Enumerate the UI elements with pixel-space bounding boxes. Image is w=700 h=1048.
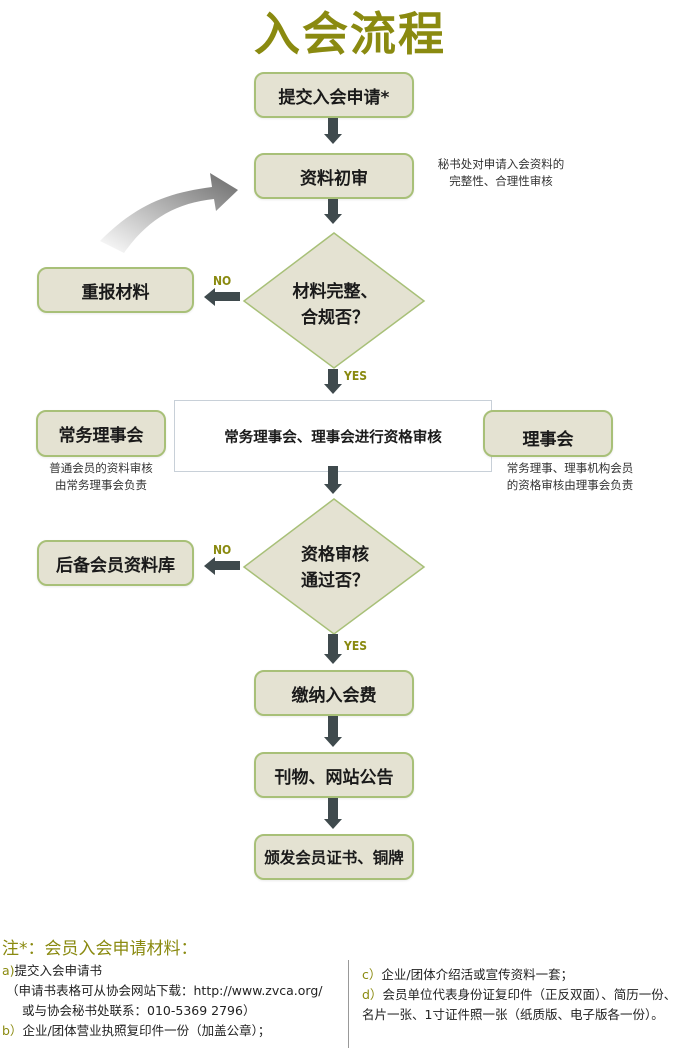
return-arrow-icon — [100, 173, 238, 253]
note-marker: a) — [2, 963, 15, 978]
no-label: NO — [213, 543, 232, 557]
step-label: 重报材料 — [81, 282, 150, 303]
page-title: 入会流程 — [254, 7, 446, 61]
note-line: 的资格审核由理事会负责 — [506, 478, 634, 492]
no-label: NO — [213, 274, 232, 288]
step-label: 颁发会员证书、铜牌 — [264, 849, 404, 867]
decision-qualification-text: 资格审核 通过否？ — [270, 542, 400, 594]
note-item-d: d）会员单位代表身份证复印件（正反双面）、简历一份、 — [362, 986, 676, 1004]
note-text: 会员单位代表身份证复印件（正反双面）、简历一份、 — [382, 987, 677, 1002]
standing-council-box: 常务理事会 — [36, 410, 166, 457]
note-text: 提交入会申请书 — [14, 963, 103, 978]
decision-line: 合规否？ — [301, 308, 369, 328]
arrow-down-icon — [324, 214, 342, 224]
flow-arrow-shaft — [214, 292, 240, 301]
flow-arrow-shaft — [328, 798, 338, 819]
step-pay-fee: 缴纳入会费 — [254, 670, 414, 716]
step-label: 常务理事会、理事会进行资格审核 — [224, 429, 442, 446]
step-label: 常务理事会 — [58, 426, 144, 446]
note-item-c: c）企业/团体介绍活或宣传资料一套； — [362, 966, 573, 984]
standing-council-note: 普通会员的资料审核 由常务理事会负责 — [36, 460, 166, 494]
decision-line: 通过否？ — [301, 571, 369, 591]
step-submit-application: 提交入会申请* — [254, 72, 414, 118]
step-label: 理事会 — [522, 430, 574, 450]
step-announcement: 刊物、网站公告 — [254, 752, 414, 798]
note-text: 企业/团体介绍活或宣传资料一套； — [381, 967, 574, 982]
note-item-a-detail-2: 或与协会秘书处联系：010-5369 2796） — [22, 1003, 256, 1018]
note-item-b: b）企业/团体营业执照复印件一份（加盖公章）； — [2, 1022, 270, 1040]
step-qualification-review: 常务理事会、理事会进行资格审核 — [174, 400, 492, 472]
arrow-down-icon — [324, 737, 342, 747]
step-label: 刊物、网站公告 — [274, 767, 394, 788]
note-marker: b） — [2, 1023, 23, 1038]
initial-review-note: 秘书处对申请入会资料的 完整性、合理性审核 — [420, 156, 582, 190]
decision-completeness-text: 材料完整、 合规否？ — [270, 279, 400, 331]
notes-divider — [348, 960, 349, 1048]
decision-diamond-completeness — [242, 232, 426, 369]
arrow-down-icon — [324, 654, 342, 664]
note-line: 普通会员的资料审核 — [49, 461, 153, 475]
decision-line: 资格审核 — [301, 545, 369, 565]
yes-label: YES — [344, 369, 367, 383]
note-item-a: a)提交入会申请书 — [2, 962, 102, 980]
note-item-d-continued: 名片一张、1寸证件照一张（纸质版、电子版各一份）。 — [362, 1007, 664, 1022]
step-label: 提交入会申请* — [278, 87, 390, 108]
note-item-a-detail-1: （申请书表格可从协会网站下载：http://www.zvca.org/ — [6, 983, 323, 998]
flow-arrow-shaft — [328, 118, 338, 134]
step-resubmit: 重报材料 — [37, 267, 194, 313]
note-marker: c） — [362, 967, 382, 982]
step-reserve-database: 后备会员资料库 — [37, 540, 194, 586]
note-line: 常务理事、理事机构会员 — [506, 461, 634, 475]
council-box: 理事会 — [483, 410, 613, 457]
flow-arrow-shaft — [328, 369, 338, 385]
arrow-down-icon — [324, 384, 342, 394]
arrow-down-icon — [324, 134, 342, 144]
note-line: 完整性、合理性审核 — [449, 174, 553, 188]
notes-title: 注*：会员入会申请材料： — [2, 939, 198, 959]
arrow-left-icon — [204, 288, 215, 306]
flow-arrow-shaft — [328, 634, 338, 654]
step-label: 后备会员资料库 — [56, 555, 175, 576]
note-line: 秘书处对申请入会资料的 — [437, 157, 565, 171]
arrow-down-icon — [324, 819, 342, 829]
arrow-left-icon — [204, 557, 215, 575]
step-initial-review: 资料初审 — [254, 153, 414, 199]
decision-line: 材料完整、 — [292, 282, 378, 302]
yes-label: YES — [344, 639, 367, 653]
flow-arrow-shaft — [328, 716, 338, 737]
flow-arrow-shaft — [214, 561, 240, 570]
flow-arrow-shaft — [328, 199, 338, 215]
note-line: 由常务理事会负责 — [55, 478, 147, 492]
arrow-down-icon — [324, 484, 342, 494]
council-note: 常务理事、理事机构会员 的资格审核由理事会负责 — [490, 460, 650, 494]
note-marker: d） — [362, 987, 383, 1002]
step-certificate: 颁发会员证书、铜牌 — [254, 834, 414, 880]
note-text: 企业/团体营业执照复印件一份（加盖公章）； — [22, 1023, 271, 1038]
flow-arrow-shaft — [328, 466, 338, 484]
step-label: 缴纳入会费 — [291, 685, 377, 706]
step-label: 资料初审 — [300, 168, 368, 189]
